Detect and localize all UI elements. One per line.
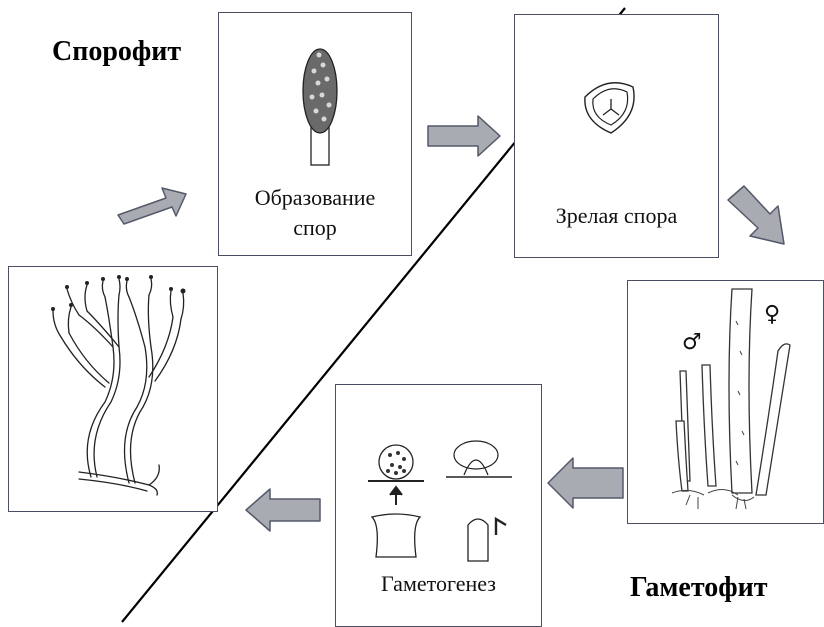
arrow-to-gametophyte	[728, 186, 784, 244]
arrow-to-spore-formation	[118, 188, 186, 224]
arrow-to-gametogenesis	[548, 458, 623, 508]
arrow-to-sporophyte	[246, 489, 320, 531]
arrow-to-mature-spore	[428, 116, 500, 156]
